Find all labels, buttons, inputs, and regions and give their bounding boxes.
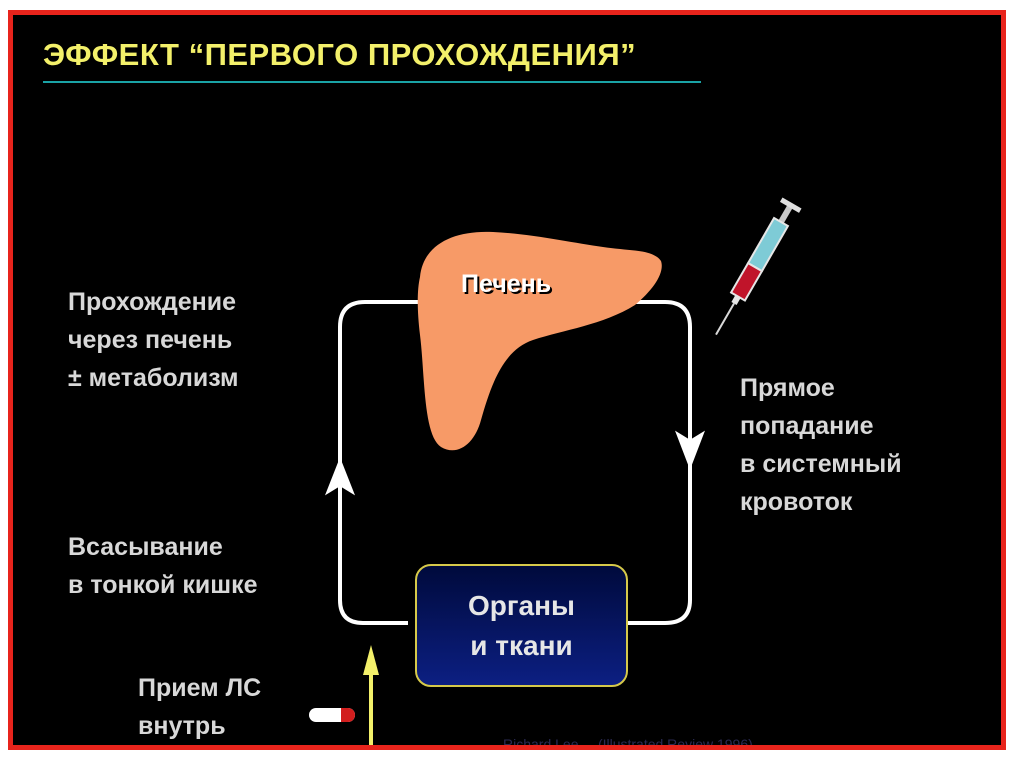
liver-icon <box>418 232 662 450</box>
pill-icon <box>309 708 355 722</box>
intake-label: Прием ЛС внутрь <box>138 669 261 745</box>
slide-frame: ЭФФЕКТ “ПЕРВОГО ПРОХОЖДЕНИЯ” Печень <box>8 10 1006 750</box>
absorption-line-2: в тонкой кишке <box>68 566 258 604</box>
passage-label: Прохождение через печень ± метаболизм <box>68 283 239 397</box>
intake-line-2: внутрь <box>138 707 261 745</box>
direct-line-2: попадание <box>740 407 902 445</box>
absorption-line-1: Всасывание <box>68 528 258 566</box>
absorption-label: Всасывание в тонкой кишке <box>68 528 258 604</box>
intake-line-1: Прием ЛС <box>138 669 261 707</box>
direct-line-1: Прямое <box>740 369 902 407</box>
organs-line-1: Органы <box>417 586 626 626</box>
direct-line-4: кровоток <box>740 483 902 521</box>
passage-line-3: ± метаболизм <box>68 359 239 397</box>
liver-label: Печень <box>461 270 551 299</box>
organs-tissues-box: Органы и ткани <box>415 564 628 687</box>
syringe-icon <box>706 197 801 340</box>
organs-line-2: и ткани <box>417 626 626 666</box>
source-credit: Richard Lee ... (Illustrated Review 1996… <box>503 736 753 750</box>
direct-line-3: в системный <box>740 445 902 483</box>
intake-arrow-head <box>363 645 379 675</box>
passage-line-1: Прохождение <box>68 283 239 321</box>
direct-entry-label: Прямое попадание в системный кровоток <box>740 369 902 521</box>
passage-line-2: через печень <box>68 321 239 359</box>
